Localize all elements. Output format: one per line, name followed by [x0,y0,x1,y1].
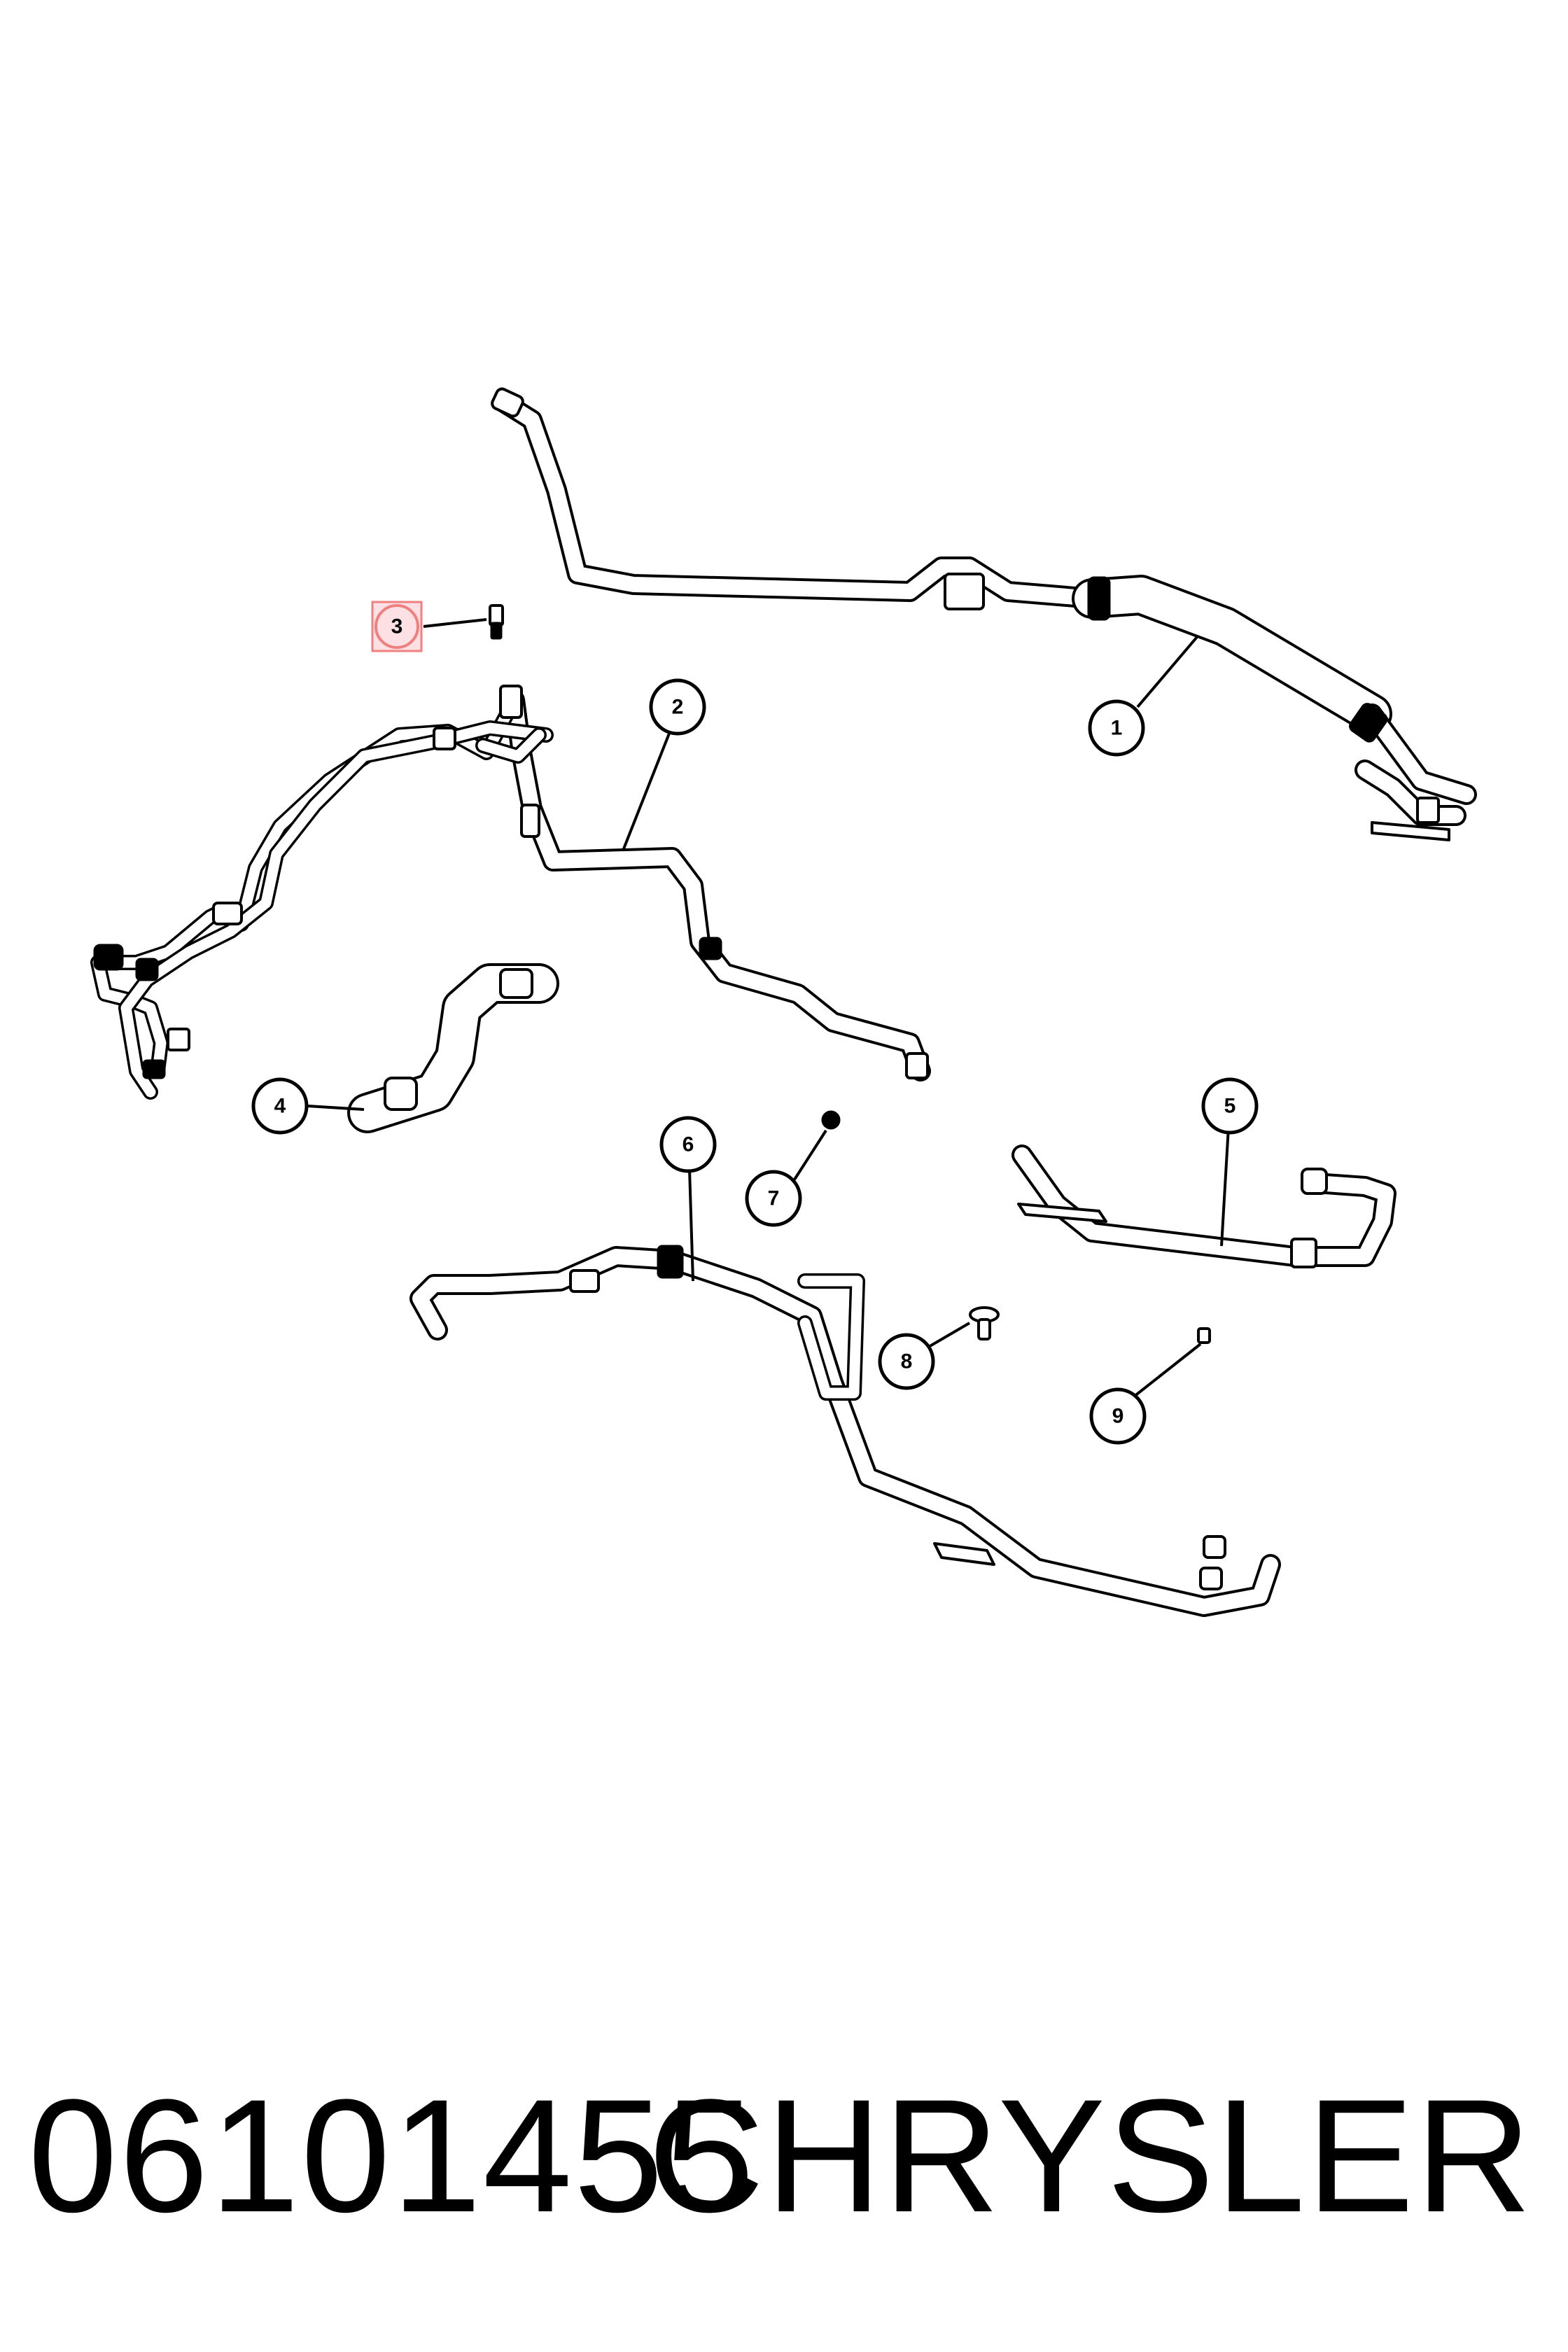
leader-lines [307,618,1230,1398]
svg-text:6: 6 [682,1133,694,1156]
svg-text:3: 3 [391,615,403,638]
part-9-clip [1197,1327,1211,1344]
brand-name: CHRYSLER [648,2066,1533,2246]
callout-4: 4 [251,1077,309,1135]
svg-text:9: 9 [1112,1405,1124,1428]
part-1-pressure-line [491,387,1477,841]
part-4-molded-hose [347,963,559,1133]
svg-text:4: 4 [274,1095,286,1118]
callout-2: 2 [649,678,706,736]
part-3-bolt [489,604,504,640]
svg-text:7: 7 [768,1187,780,1210]
svg-text:5: 5 [1224,1095,1236,1118]
part-5-line-assembly [1011,1144,1396,1268]
part-6-transmission-line [410,1245,1281,1617]
part-2-return-line [90,685,931,1100]
part-8-push-pin [969,1306,1000,1340]
part-number: 06101455 [28,2066,756,2246]
svg-text:2: 2 [672,696,684,719]
svg-text:8: 8 [901,1350,913,1373]
callout-1: 1 [1088,699,1145,757]
callout-3: 3 [371,601,423,652]
part-7-nut [821,1110,841,1130]
callout-6: 6 [659,1116,717,1173]
callout-5: 5 [1201,1077,1259,1135]
callout-7: 7 [745,1170,802,1227]
svg-text:1: 1 [1111,717,1123,740]
callout-8: 8 [878,1333,935,1390]
callout-9: 9 [1089,1387,1147,1445]
